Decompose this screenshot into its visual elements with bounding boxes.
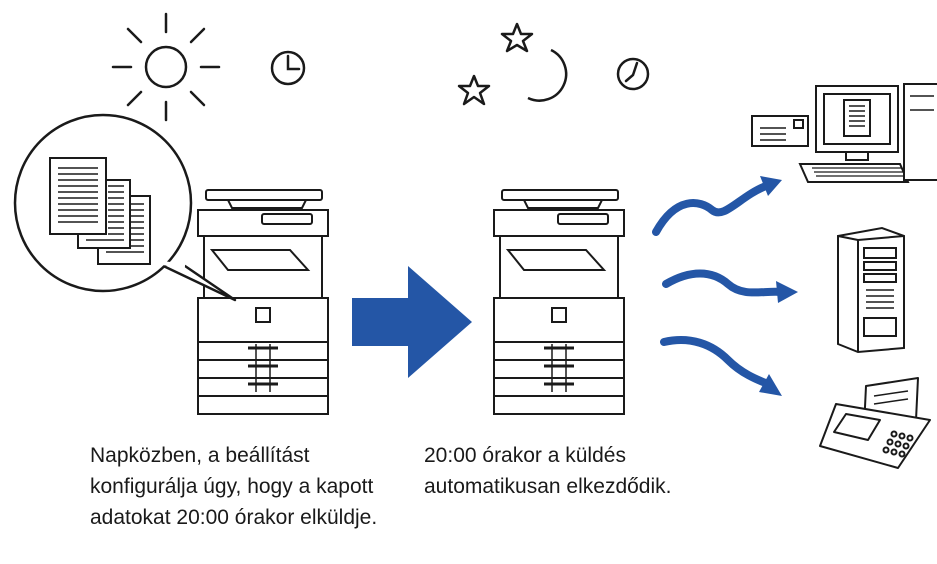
email-icon xyxy=(751,115,809,147)
sun-icon xyxy=(111,12,221,122)
arrow-right-icon xyxy=(352,266,472,378)
printer-icon xyxy=(196,188,330,416)
printer-icon xyxy=(492,188,626,416)
document-stack-icon xyxy=(49,157,151,265)
send-arrow-icon xyxy=(662,269,798,303)
moon-icon xyxy=(527,48,568,102)
star-icon xyxy=(457,74,491,106)
star-icon xyxy=(500,22,534,53)
caption-night-sending: 20:00 órakor a küldés automatikusan elke… xyxy=(424,444,672,498)
caption-daytime-setting: Napközben, a beállítást konfigurálja úgy… xyxy=(90,444,378,529)
server-icon xyxy=(837,226,905,354)
fax-icon xyxy=(819,377,931,469)
computer-icon xyxy=(798,83,937,183)
clock-icon xyxy=(270,50,306,86)
clock-icon xyxy=(616,57,650,91)
send-arrow-icon xyxy=(652,176,782,236)
send-arrow-icon xyxy=(660,336,782,396)
